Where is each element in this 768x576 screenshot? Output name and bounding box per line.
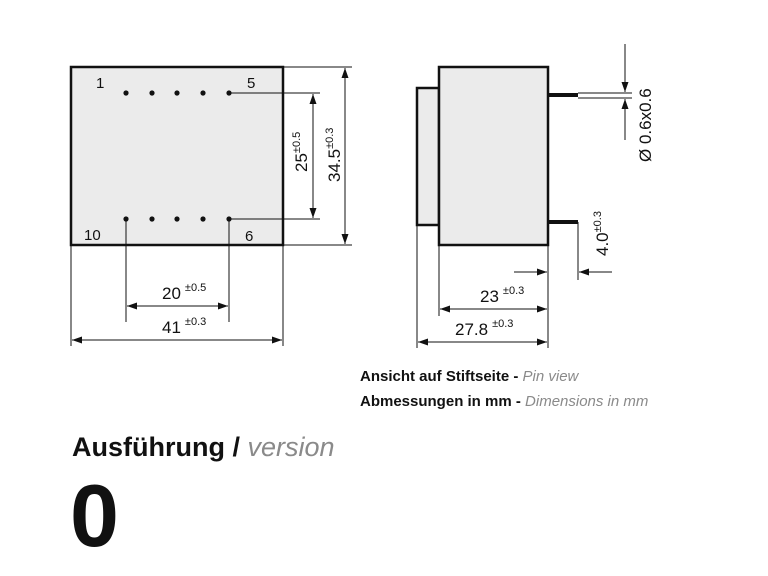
caption-pin-view-de: Ansicht auf Stiftseite - xyxy=(360,368,519,385)
version-heading-de: Ausführung / xyxy=(72,432,240,462)
pin-dot xyxy=(200,216,206,222)
pin-view-body xyxy=(69,65,285,247)
version-heading: Ausführung / version xyxy=(72,432,335,463)
pin-label-1: 1 xyxy=(96,75,104,92)
dim-pin xyxy=(578,44,632,140)
pin-dot xyxy=(200,90,206,96)
dim-pin-length-label: 4.0±0.3 xyxy=(592,211,612,256)
pin-dot xyxy=(174,90,180,96)
dim-width xyxy=(70,245,284,346)
dim-pin-length xyxy=(514,222,612,348)
dim-width-label: 41±0.3 xyxy=(162,316,206,337)
caption-dimensions-en: Dimensions in mm xyxy=(525,393,649,410)
caption-pin-view: Ansicht auf Stiftseite - Pin view xyxy=(360,368,578,385)
dim-pin-rows-label: 25±0.5 xyxy=(291,132,311,172)
pin-dot xyxy=(174,216,180,222)
pin-view: 1 5 10 6 25±0.5 34.5±0.3 20±0.5 xyxy=(69,65,352,346)
version-code: 0 xyxy=(70,466,119,565)
side-view: Ø 0.6x0.6 4.0±0.3 23±0.3 27.8±0.3 xyxy=(415,44,655,348)
pin-dot xyxy=(123,90,129,96)
side-view-body xyxy=(437,65,550,247)
pin-label-6: 6 xyxy=(245,228,253,245)
caption-dimensions: Abmessungen in mm - Dimensions in mm xyxy=(360,393,648,410)
caption-dimensions-de: Abmessungen in mm - xyxy=(360,393,521,410)
dim-body-label: 23±0.3 xyxy=(480,285,524,306)
pin-dot xyxy=(149,90,155,96)
dim-pin-span-label: 20±0.5 xyxy=(162,282,206,303)
dim-pin-span xyxy=(125,219,230,322)
dim-body xyxy=(438,245,547,316)
caption-pin-view-en: Pin view xyxy=(522,368,579,385)
dim-total xyxy=(416,225,547,348)
dim-height xyxy=(283,66,352,246)
dim-pin-rows xyxy=(229,92,320,220)
dimension-drawing: 1 5 10 6 25±0.5 34.5±0.3 20±0.5 xyxy=(69,44,655,348)
side-view-flange xyxy=(415,86,441,227)
pin-label-10: 10 xyxy=(84,227,101,244)
pin-dot xyxy=(149,216,155,222)
version-heading-en: version xyxy=(247,432,335,462)
dim-height-label: 34.5±0.3 xyxy=(324,128,344,182)
pin-label-5: 5 xyxy=(247,75,255,92)
dim-pin-label: Ø 0.6x0.6 xyxy=(636,88,655,162)
dim-total-label: 27.8±0.3 xyxy=(455,318,513,339)
